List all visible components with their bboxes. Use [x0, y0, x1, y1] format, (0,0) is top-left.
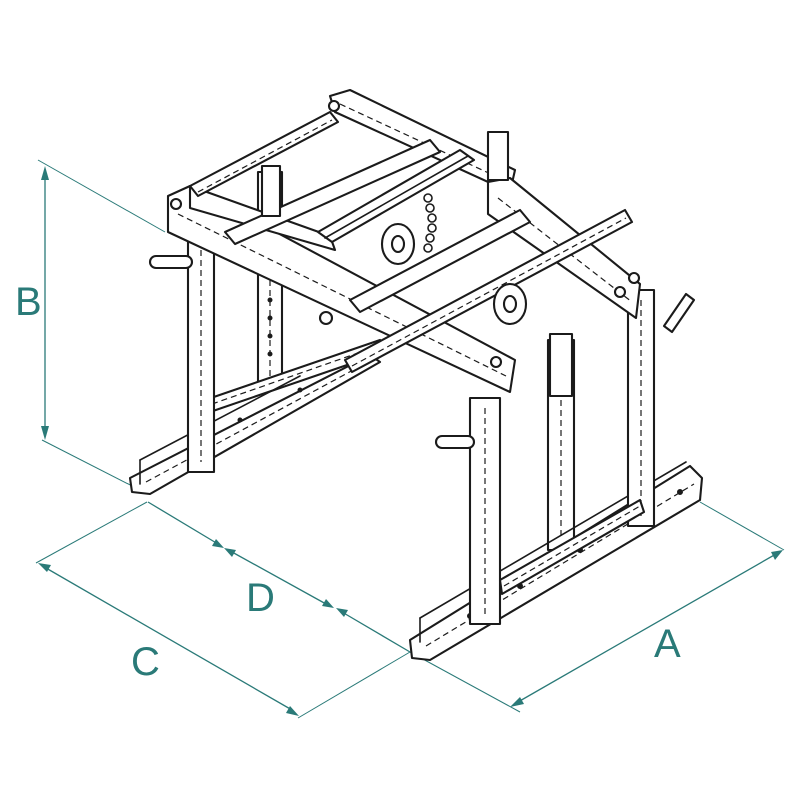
dimension-line-d-left	[147, 501, 219, 545]
pulley-wheel-right	[492, 282, 528, 326]
dimension-line-d-right	[341, 611, 411, 653]
arrow-c-left	[38, 563, 51, 572]
right-outer-post	[626, 288, 656, 528]
dimension-line-a	[517, 553, 777, 703]
extension-line-a-left	[409, 651, 521, 713]
extension-line-a-right	[699, 501, 785, 551]
carriage-frame-lower	[348, 208, 532, 314]
dimension-label-b: B	[15, 280, 42, 324]
dimension-lines	[35, 159, 785, 719]
front-lower-rail	[498, 498, 646, 596]
arrow-d-inner-right	[322, 599, 334, 608]
dimension-label-c: C	[131, 640, 160, 684]
bolt	[613, 285, 627, 299]
dimension-label-d: D	[246, 576, 275, 620]
extension-line-c-right	[297, 651, 411, 719]
arrow-d-inner-left	[224, 548, 236, 557]
bolt	[327, 99, 341, 113]
upper-crossbar-left	[188, 110, 340, 198]
extension-line-c-left	[35, 501, 148, 564]
chain	[423, 193, 437, 253]
bolt	[169, 197, 183, 211]
handle-center	[434, 434, 476, 450]
handle-right	[662, 292, 696, 334]
bolt	[489, 355, 503, 369]
arrow-a-left	[510, 697, 524, 707]
hitch-post	[486, 130, 510, 182]
arrow-a-right	[771, 550, 783, 560]
bolt	[627, 271, 641, 285]
bale-grab-frame	[128, 88, 704, 662]
arrow-b-top	[41, 166, 49, 180]
extension-line-b-bottom	[41, 439, 141, 491]
rear-left-cylinder	[260, 164, 282, 218]
dimension-line-c	[45, 567, 293, 711]
dimension-label-a: A	[654, 622, 681, 666]
arrow-d-right-b	[336, 608, 348, 617]
extension-line-b-top	[37, 159, 166, 233]
pulley-wheel-left	[380, 222, 416, 266]
dimension-line-d	[231, 551, 327, 605]
arrow-d-left-a	[212, 539, 224, 548]
left-gripper-arm	[166, 184, 517, 394]
carriage-frame	[223, 138, 442, 246]
bolt	[318, 310, 334, 326]
arrow-c-right	[286, 706, 299, 716]
handle-left	[148, 254, 194, 270]
front-right-cylinder	[548, 332, 574, 398]
arrow-b-bottom	[41, 426, 49, 440]
